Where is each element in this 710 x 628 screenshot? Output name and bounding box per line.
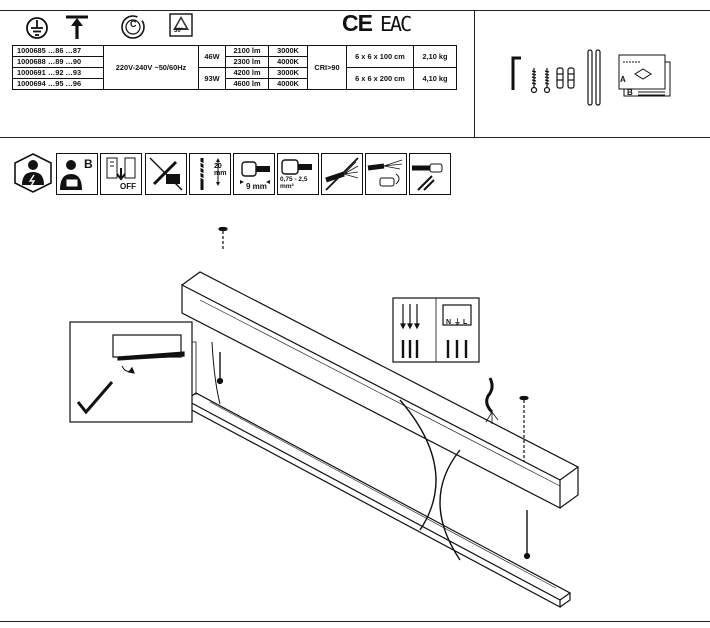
cct-cell: 3000K	[268, 67, 308, 79]
electrician-letter: B	[84, 157, 93, 171]
lumen-cell: 4600 lm	[225, 78, 269, 90]
terminal-label-n: N	[446, 319, 452, 326]
terminal-label-l: L	[463, 319, 468, 326]
screw-icon	[530, 68, 551, 94]
wire-section-icon	[277, 153, 319, 195]
cct-cell: 3000K	[268, 45, 308, 57]
ceiling-mount-icon	[66, 15, 88, 39]
power-off-icon	[100, 153, 142, 195]
table-row: 1000685 …86 …87 220V-240V ~50/60Hz 46W 2…	[12, 45, 457, 90]
weight-cell-2: 4,10 kg	[413, 67, 457, 90]
strip-length-label: 9 mm	[246, 182, 267, 191]
beam-angle-icon	[169, 13, 193, 37]
drill-depth-label: 20 mm	[214, 163, 227, 177]
terminal-label-ground: ⏚	[454, 319, 461, 326]
ground-icon	[26, 17, 48, 39]
crimp-tool-icon	[409, 153, 451, 195]
eac-mark: EAC	[380, 12, 412, 36]
screw-icon	[216, 352, 531, 560]
size-cell-1: 6 x 6 x 100 cm	[346, 45, 414, 68]
no-live-work-icon	[145, 153, 187, 195]
install-icon-row: B OFF 20 mm	[0, 153, 460, 195]
strip-length-icon	[233, 153, 275, 195]
spec-table: 1000685 …86 …87 220V-240V ~50/60Hz 46W 2…	[12, 45, 457, 90]
product-codes: 1000688 …89 …90	[12, 56, 104, 68]
table-row: 1000691 …92 …93 93W 4200 lm 3000K 6 x 6 …	[12, 67, 457, 90]
table-row: 1000694 …95 …96 4600 lm 4000K	[12, 78, 457, 90]
wall-plug-icon	[556, 67, 575, 89]
cri-cell: CRI>90	[307, 45, 347, 90]
class-letter: C	[130, 19, 137, 29]
installation-drawing	[69, 226, 580, 609]
lumen-cell: 2100 lm	[225, 45, 269, 57]
voltage-cell: 220V-240V ~50/60Hz	[103, 45, 199, 90]
kit-contents-illustration	[511, 49, 671, 106]
suspension-rod-icon	[587, 49, 601, 106]
hex-key-icon	[511, 56, 521, 90]
beam-angle-label: 30°	[174, 28, 184, 34]
off-label: OFF	[120, 182, 136, 191]
manual-label-b: B	[627, 88, 633, 97]
wire-section-label: 0,75 - 2,5 mm²	[280, 176, 308, 190]
product-codes: 1000691 …92 …93	[12, 67, 104, 79]
cct-cell: 4000K	[268, 78, 308, 90]
product-codes: 1000694 …95 …96	[12, 78, 104, 90]
power-cell-2: 93W	[198, 67, 226, 90]
header-divider	[474, 10, 475, 137]
size-cell-2: 6 x 6 x 200 cm	[346, 67, 414, 90]
section-rule	[0, 137, 710, 138]
lumen-cell: 4200 lm	[225, 67, 269, 79]
top-rule	[0, 10, 710, 11]
drill-depth-icon	[189, 153, 231, 195]
no-stranded-wire-icon	[321, 153, 363, 195]
qualified-person-icon	[56, 153, 98, 195]
manual-icon	[618, 54, 671, 97]
power-cell-1: 46W	[198, 45, 226, 68]
electrician-icon	[13, 153, 53, 193]
lumen-cell: 2300 lm	[225, 56, 269, 68]
class-c-icon	[121, 15, 145, 39]
ce-mark: CE	[342, 10, 373, 36]
product-codes: 1000685 …86 …87	[12, 45, 104, 57]
manual-label-a: A	[620, 75, 626, 84]
bottom-rule	[0, 621, 710, 622]
cct-cell: 4000K	[268, 56, 308, 68]
weight-cell-1: 2,10 kg	[413, 45, 457, 68]
ferrule-icon	[365, 153, 407, 195]
